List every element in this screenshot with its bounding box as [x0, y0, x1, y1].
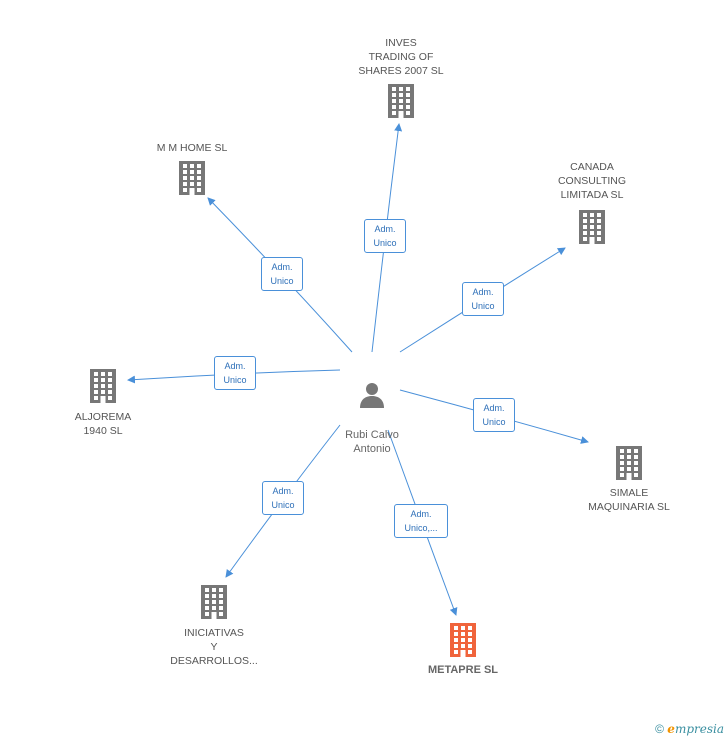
company-label: INVES TRADING OF SHARES 2007 SL	[358, 37, 444, 77]
role-badge-simale[interactable]: Adm. Unico	[473, 398, 515, 432]
center-person-name: Rubi Calvo Antonio	[345, 429, 399, 455]
role-badge-line2: Unico	[471, 301, 495, 311]
role-badge-line2: Unico	[270, 276, 294, 286]
role-badge-line1: Adm.	[272, 486, 294, 496]
role-badge-line1: Adm.	[472, 287, 494, 297]
role-badge-mmhome[interactable]: Adm. Unico	[261, 257, 303, 291]
building-icon	[450, 623, 476, 657]
company-node-simale[interactable]: SIMALE MAQUINARIA SL	[554, 446, 704, 514]
role-badge-line2: Unico	[223, 375, 247, 385]
center-person-node[interactable]: Rubi Calvo Antonio	[297, 366, 447, 470]
company-node-inves[interactable]: INVES TRADING OF SHARES 2007 SL	[326, 36, 476, 118]
role-badge-line2: Unico	[373, 238, 397, 248]
company-label: METAPRE SL	[427, 664, 499, 676]
building-icon	[616, 446, 642, 480]
person-icon	[360, 383, 384, 408]
role-badge-line1: Adm.	[271, 262, 293, 272]
building-icon	[201, 585, 227, 619]
role-badge-metapre[interactable]: Adm. Unico,...	[394, 504, 448, 538]
role-badge-line1: Adm.	[374, 224, 396, 234]
building-icon	[179, 161, 205, 195]
role-badge-aljorema[interactable]: Adm. Unico	[214, 356, 256, 390]
company-node-metapre[interactable]: METAPRE SL	[388, 623, 538, 677]
company-node-canada[interactable]: CANADA CONSULTING LIMITADA SL	[517, 160, 667, 244]
company-label: ALJOREMA 1940 SL	[74, 411, 132, 437]
building-icon	[579, 210, 605, 244]
company-label: INICIATIVAS Y DESARROLLOS...	[170, 627, 258, 667]
role-badge-canada[interactable]: Adm. Unico	[462, 282, 504, 316]
copyright: © empresia	[655, 722, 724, 736]
company-node-iniciativas[interactable]: INICIATIVAS Y DESARROLLOS...	[139, 585, 289, 668]
role-badge-inves[interactable]: Adm. Unico	[364, 219, 406, 253]
role-badge-line2: Unico	[271, 500, 295, 510]
role-badge-iniciativas[interactable]: Adm. Unico	[262, 481, 304, 515]
building-icon	[388, 84, 414, 118]
copyright-symbol: ©	[655, 722, 664, 736]
role-badge-line1: Adm.	[410, 509, 432, 519]
role-badge-line2: Unico,...	[404, 523, 438, 533]
role-badge-line2: Unico	[482, 417, 506, 427]
company-label: M M HOME SL	[156, 142, 228, 154]
company-node-mmhome[interactable]: M M HOME SL	[117, 141, 267, 195]
empresia-logo: empresia	[667, 722, 724, 736]
company-label: CANADA CONSULTING LIMITADA SL	[557, 161, 627, 201]
company-label: SIMALE MAQUINARIA SL	[588, 487, 670, 513]
role-badge-line1: Adm.	[483, 403, 505, 413]
role-badge-line1: Adm.	[224, 361, 246, 371]
company-node-aljorema[interactable]: ALJOREMA 1940 SL	[28, 369, 178, 438]
building-icon	[90, 369, 116, 403]
